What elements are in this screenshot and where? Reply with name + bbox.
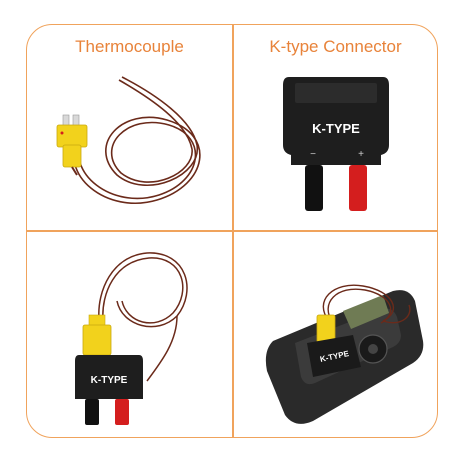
k-type-label: K-TYPE xyxy=(312,121,360,136)
thermocouple-image xyxy=(27,25,232,230)
adapter-body xyxy=(307,335,361,377)
thermocouple-illustration xyxy=(56,76,201,205)
thermocouple-in-adapter-image: K-TYPE xyxy=(27,231,232,437)
plus-symbol: + xyxy=(358,149,364,160)
minus-symbol: − xyxy=(310,149,316,160)
product-grid-frame: Thermocouple K-type Connector xyxy=(26,24,438,438)
yellow-plug xyxy=(82,324,112,356)
k-type-label: K-TYPE xyxy=(91,375,128,386)
lcd-display xyxy=(343,295,389,329)
red-pin xyxy=(349,165,367,211)
adapter-body xyxy=(75,355,143,399)
black-pin xyxy=(305,165,323,211)
thermocouple-on-multimeter-image: K-TYPE xyxy=(233,231,437,437)
coiled-wire xyxy=(98,252,188,382)
yellow-plug xyxy=(56,114,88,176)
k-type-connector-image: K-TYPE − + xyxy=(233,25,437,230)
thermocouple-in-adapter-illustration: K-TYPE xyxy=(75,252,188,425)
horizontal-divider xyxy=(27,230,437,232)
panel-title-thermocouple: Thermocouple xyxy=(75,37,184,56)
coiled-wire xyxy=(322,284,411,324)
panel-title-k-type-connector: K-type Connector xyxy=(269,37,402,56)
adapter-body xyxy=(283,77,389,165)
red-pin xyxy=(115,399,129,425)
black-pin xyxy=(85,399,99,425)
thermocouple-wire xyxy=(72,76,201,205)
k-type-connector-illustration: K-TYPE − + xyxy=(283,77,389,211)
multimeter-illustration: K-TYPE xyxy=(265,284,424,424)
